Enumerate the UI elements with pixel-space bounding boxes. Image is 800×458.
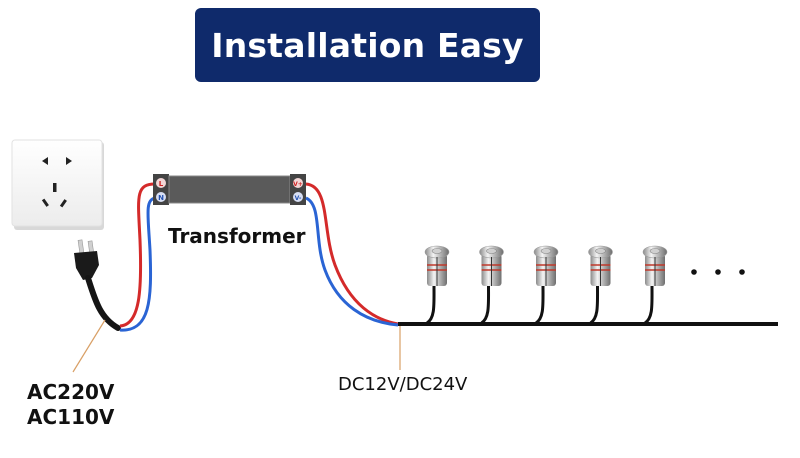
terminal-v-minus: V-	[295, 195, 302, 202]
led-light-icon	[533, 245, 559, 325]
led-light-icon	[642, 245, 668, 325]
led-light-icon	[479, 245, 504, 325]
terminal-l: L	[159, 180, 164, 188]
title-text: Installation Easy	[211, 25, 524, 65]
positive-wire-output	[305, 182, 399, 326]
live-wire-input	[119, 182, 156, 328]
led-light-icon	[424, 245, 450, 325]
wall-socket-icon	[11, 139, 104, 230]
title-banner: Installation Easy	[195, 8, 540, 82]
terminal-n: N	[158, 194, 164, 202]
negative-wire-output	[305, 196, 399, 327]
output-voltage-label: DC12V/DC24V	[338, 374, 468, 395]
transformer-icon	[153, 174, 306, 205]
power-plug-icon	[74, 239, 121, 331]
input-voltage-label-110: AC110V	[27, 405, 115, 429]
transformer-label: Transformer	[168, 224, 306, 248]
ac-leader-line	[72, 319, 106, 373]
more-lights-ellipsis-icon	[691, 269, 745, 275]
terminal-v-plus: V+	[293, 181, 303, 188]
lights-group	[424, 245, 668, 325]
input-voltage-label-220: AC220V	[27, 380, 115, 404]
led-light-icon	[588, 245, 613, 325]
neutral-wire-input	[119, 196, 156, 332]
